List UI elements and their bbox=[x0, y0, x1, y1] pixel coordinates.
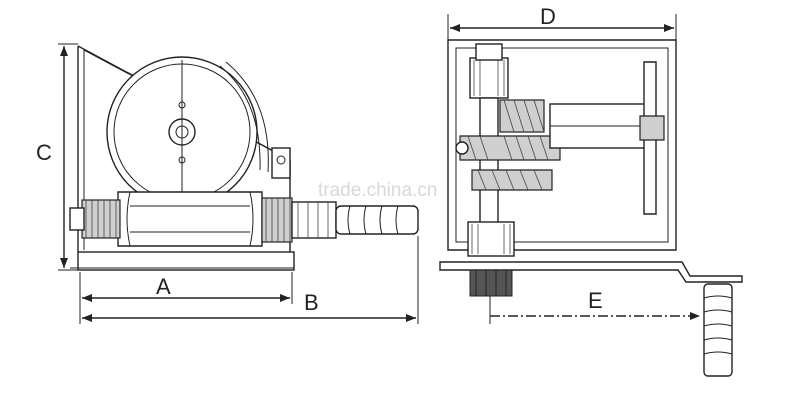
pinion-drum bbox=[117, 191, 263, 247]
top-bearing bbox=[469, 57, 509, 99]
base-plate bbox=[77, 251, 295, 271]
dimension-b: B bbox=[79, 236, 419, 324]
side-view bbox=[69, 45, 419, 271]
left-gear bbox=[81, 199, 121, 239]
left-shaft-end bbox=[69, 207, 85, 231]
watermark-text: trade.china.cn bbox=[318, 180, 437, 201]
lower-bearing bbox=[467, 221, 515, 257]
dimension-label-c: C bbox=[36, 140, 52, 165]
main-shaft bbox=[479, 97, 499, 229]
crank-arm bbox=[439, 261, 743, 283]
dimension-label-e: E bbox=[588, 288, 603, 313]
bottom-nut bbox=[469, 269, 513, 297]
dimension-e: E bbox=[489, 288, 700, 324]
lower-gear bbox=[471, 169, 553, 191]
shaft-pin bbox=[455, 141, 469, 155]
top-cap bbox=[475, 43, 503, 61]
shaft-housing bbox=[291, 201, 337, 239]
upper-gear bbox=[499, 99, 545, 133]
outer-frame bbox=[447, 39, 677, 251]
handle-grip bbox=[335, 205, 419, 235]
dimension-label-b: B bbox=[304, 290, 319, 315]
dimension-label-d: D bbox=[540, 4, 556, 29]
right-coupling bbox=[261, 197, 293, 243]
dimension-c: C bbox=[36, 43, 78, 271]
crank-handle bbox=[703, 283, 733, 377]
dimension-d: D bbox=[447, 4, 677, 40]
dimension-label-a: A bbox=[156, 274, 171, 299]
bracket-block bbox=[271, 147, 291, 179]
dimension-a: A bbox=[79, 272, 293, 304]
front-view bbox=[439, 39, 743, 377]
